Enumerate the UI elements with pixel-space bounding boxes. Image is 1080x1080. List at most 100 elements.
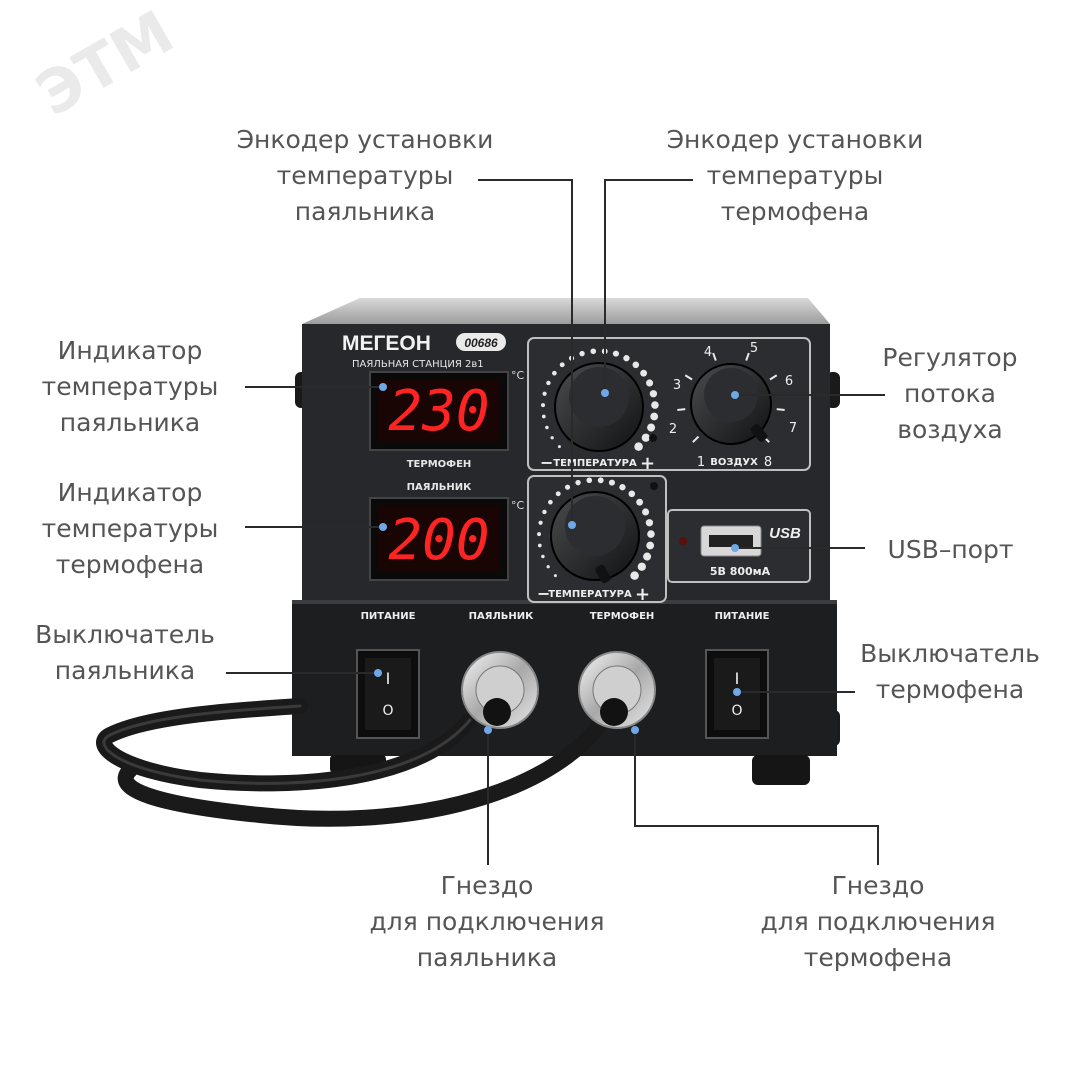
scale-dot	[553, 574, 557, 578]
scale-dot	[597, 477, 604, 484]
callout-switch-hotair: Выключатель термофена	[845, 636, 1055, 708]
air-scale-2: 2	[669, 422, 677, 437]
callout-text: Гнездо	[831, 871, 925, 900]
callout-text: Выключатель	[35, 620, 215, 649]
scale-dot	[628, 490, 636, 498]
callout-dots	[374, 383, 741, 734]
switch1-off: O	[382, 703, 393, 719]
callout-usb: USB–порт	[868, 532, 1033, 568]
temperature-encoder-top[interactable]	[554, 362, 644, 452]
scale-dot	[557, 445, 561, 449]
scale-dot	[555, 491, 561, 497]
scale-dot	[651, 401, 659, 409]
scale-dot	[640, 369, 648, 377]
air-scale-1: 1	[697, 455, 705, 470]
callout-socket-soldering: Гнездо для подключения паяльника	[342, 868, 632, 976]
callout-indicator-hotair: Индикатор температуры термофена	[20, 475, 240, 583]
switch1-on: I	[386, 669, 391, 688]
callout-encoder-hotair: Энкодер установки температуры термофена	[645, 122, 945, 230]
scale-dot	[541, 414, 546, 419]
scale-dot	[608, 479, 616, 486]
scale-dot	[636, 498, 644, 506]
knob2-minus: −	[537, 584, 550, 603]
label-hotair: ТЕРМОФЕН	[590, 611, 655, 622]
knob1-plus: +	[640, 453, 655, 474]
display1-bottom-label: ТЕРМОФЕН	[407, 459, 472, 470]
callout-text: Гнездо	[440, 871, 534, 900]
cables	[96, 698, 608, 827]
airflow-knob[interactable]	[690, 363, 772, 445]
display-hotair-frame	[369, 371, 509, 451]
callout-text: паяльника	[416, 943, 558, 972]
callout-text: термофена	[875, 675, 1025, 704]
knob2-label: ТЕМПЕРАТУРА	[548, 589, 632, 600]
scale-tick	[684, 374, 693, 381]
switch2-off: O	[731, 703, 742, 719]
socket-hotair[interactable]	[578, 651, 656, 729]
air-scale-6: 6	[785, 374, 793, 389]
scale-dot	[641, 433, 650, 442]
callout-text: Индикатор	[57, 478, 203, 507]
scale-dot	[623, 355, 630, 362]
scale-dot	[646, 379, 654, 387]
scale-dot	[552, 370, 557, 376]
scale-dot	[637, 562, 646, 571]
scale-tick	[745, 352, 750, 361]
callout-text: USB–порт	[887, 535, 1014, 564]
callout-text: Индикатор	[57, 336, 203, 365]
callout-text: Энкодер установки	[666, 125, 924, 154]
scale-dot	[545, 425, 549, 430]
display2-unit: °C	[511, 499, 525, 512]
knob1-scale-dots	[541, 348, 659, 451]
callout-switch-soldering: Выключатель паяльника	[20, 617, 230, 689]
callout-text: паяльника	[54, 656, 196, 685]
scale-tick	[712, 352, 717, 361]
scale-dot	[632, 361, 640, 369]
scale-dot	[586, 477, 593, 484]
scale-dot	[559, 362, 565, 368]
callout-text: температуры	[41, 372, 219, 401]
model-number: 00686	[464, 336, 498, 350]
callout-text: паяльника	[59, 408, 201, 437]
label-power-left: ПИТАНИЕ	[361, 611, 416, 622]
scale-dot	[575, 479, 581, 486]
callout-text: для подключения	[760, 907, 996, 936]
display2-top-label: ПАЯЛЬНИК	[407, 482, 472, 493]
callout-text: паяльника	[294, 197, 436, 226]
scale-dot	[564, 484, 571, 490]
scale-dot	[612, 350, 620, 357]
usb-rating: 5В 800мА	[710, 565, 771, 578]
scale-tick	[776, 408, 785, 412]
svg-text:ЭТМ: ЭТМ	[25, 0, 185, 130]
callout-indicator-soldering: Индикатор температуры паяльника	[20, 333, 240, 441]
socket-soldering[interactable]	[461, 651, 539, 729]
scale-dot	[646, 541, 655, 550]
switch2-on: I	[735, 669, 740, 688]
scale-dot	[546, 565, 550, 569]
usb-port[interactable]	[700, 525, 762, 557]
scale-dot	[590, 348, 597, 355]
callout-text: температуры	[706, 161, 884, 190]
scale-dot	[541, 554, 545, 559]
callout-socket-hotair: Гнездо для подключения термофена	[733, 868, 1023, 976]
callout-text: температуры	[276, 161, 454, 190]
scale-tick	[769, 374, 778, 381]
watermark: ЭТМ	[25, 0, 185, 130]
brand-logo: МЕГЕОН	[342, 332, 431, 355]
callout-text: Выключатель	[860, 639, 1040, 668]
air-scale-5: 5	[750, 341, 758, 356]
label-soldering: ПАЯЛЬНИК	[469, 611, 534, 622]
callout-text: термофена	[720, 197, 870, 226]
power-switch-soldering[interactable]	[356, 649, 420, 739]
label-power-right: ПИТАНИЕ	[715, 611, 770, 622]
scale-dot	[619, 484, 626, 491]
display-hotair-value: 230	[388, 379, 489, 444]
scale-dot	[546, 380, 551, 386]
scale-dot	[538, 520, 543, 525]
callout-text: Энкодер установки	[236, 125, 494, 154]
callout-text: Регулятор	[882, 343, 1018, 372]
display1-unit: °C	[511, 369, 525, 382]
scale-dot	[550, 436, 554, 440]
knob1-minus: −	[540, 453, 553, 472]
